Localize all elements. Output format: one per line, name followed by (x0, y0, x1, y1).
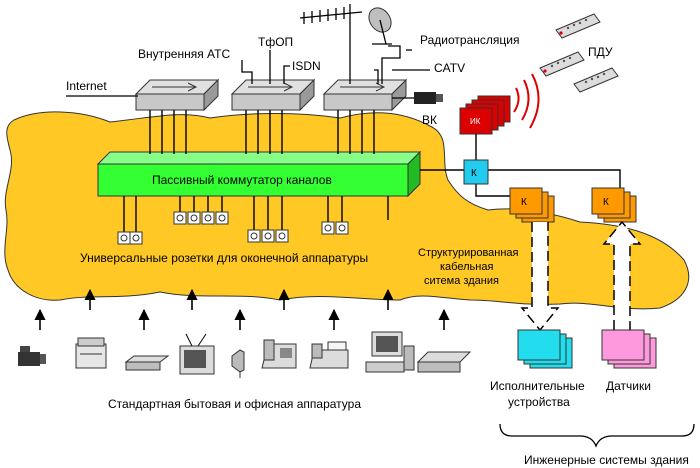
speaker-icon (231, 349, 245, 378)
k-module-orange-right (591, 187, 637, 223)
label-radio: Радиотрансляция (420, 33, 519, 47)
label-k-orange-right: К (603, 197, 609, 208)
label-internet: Internet (66, 79, 107, 93)
engineering-brace (499, 423, 695, 448)
arrow-from-sensors (602, 220, 642, 330)
set-top-box-icon (416, 351, 472, 373)
label-sensors: Датчики (606, 379, 651, 393)
actuators-stack (517, 329, 573, 369)
label-scs-3: ситема здания (424, 275, 499, 287)
label-actuators-2: устройства (508, 395, 570, 409)
fax-icon (309, 341, 349, 369)
label-outlets: Универсальные розетки для оконечной аппа… (80, 251, 368, 265)
label-pstn: ТфОП (258, 35, 293, 49)
label-scs-1: Структурированная (418, 247, 519, 259)
label-passive-switch: Пассивный коммутатор каналов (152, 173, 332, 187)
sensors-stack (601, 329, 657, 369)
device-arrows (34, 288, 450, 330)
outlet-sockets (120, 214, 346, 242)
k-module-blue (463, 159, 489, 185)
label-scs-2: кабельная (440, 261, 493, 273)
label-video-camera: ВК (422, 113, 437, 127)
label-household: Стандартная бытовая и офисная аппаратура (108, 397, 361, 411)
camcorder-icon (18, 346, 46, 366)
passive-switch (96, 150, 422, 198)
hub-internet (134, 78, 220, 112)
external-lines (66, 44, 430, 99)
video-camera-icon (414, 92, 443, 104)
phone-icon (261, 339, 297, 369)
tv-icon (179, 333, 215, 375)
ir-signal-icon (513, 73, 540, 129)
label-internal-pbx: Внутренняя АТС (138, 47, 230, 61)
label-k-orange-left: К (521, 197, 527, 208)
label-engineering: Инженерные системы здания (524, 453, 689, 467)
hub-switch-wires (149, 110, 477, 160)
hub-telephony (230, 78, 316, 112)
satellite-dish-icon (368, 7, 392, 45)
building-cabling-area (4, 111, 690, 310)
label-isdn: ISDN (292, 59, 321, 73)
k-module-orange-left (509, 187, 555, 223)
label-actuators-1: Исполнительные (490, 379, 585, 393)
vcr-icon (124, 355, 170, 371)
outlet-wires (123, 196, 389, 232)
ir-module (459, 95, 511, 135)
remote-control-icon (539, 13, 619, 93)
label-remote-control: ПДУ (588, 45, 613, 59)
label-catv: CATV (434, 61, 465, 75)
label-k-blue: К (471, 168, 477, 179)
computer-icon (365, 331, 415, 373)
tv-antenna-icon (299, 4, 363, 44)
hub-media (322, 78, 408, 112)
label-ik: ИК (470, 117, 481, 126)
outlet-group (117, 211, 349, 245)
printer-icon (75, 337, 107, 369)
